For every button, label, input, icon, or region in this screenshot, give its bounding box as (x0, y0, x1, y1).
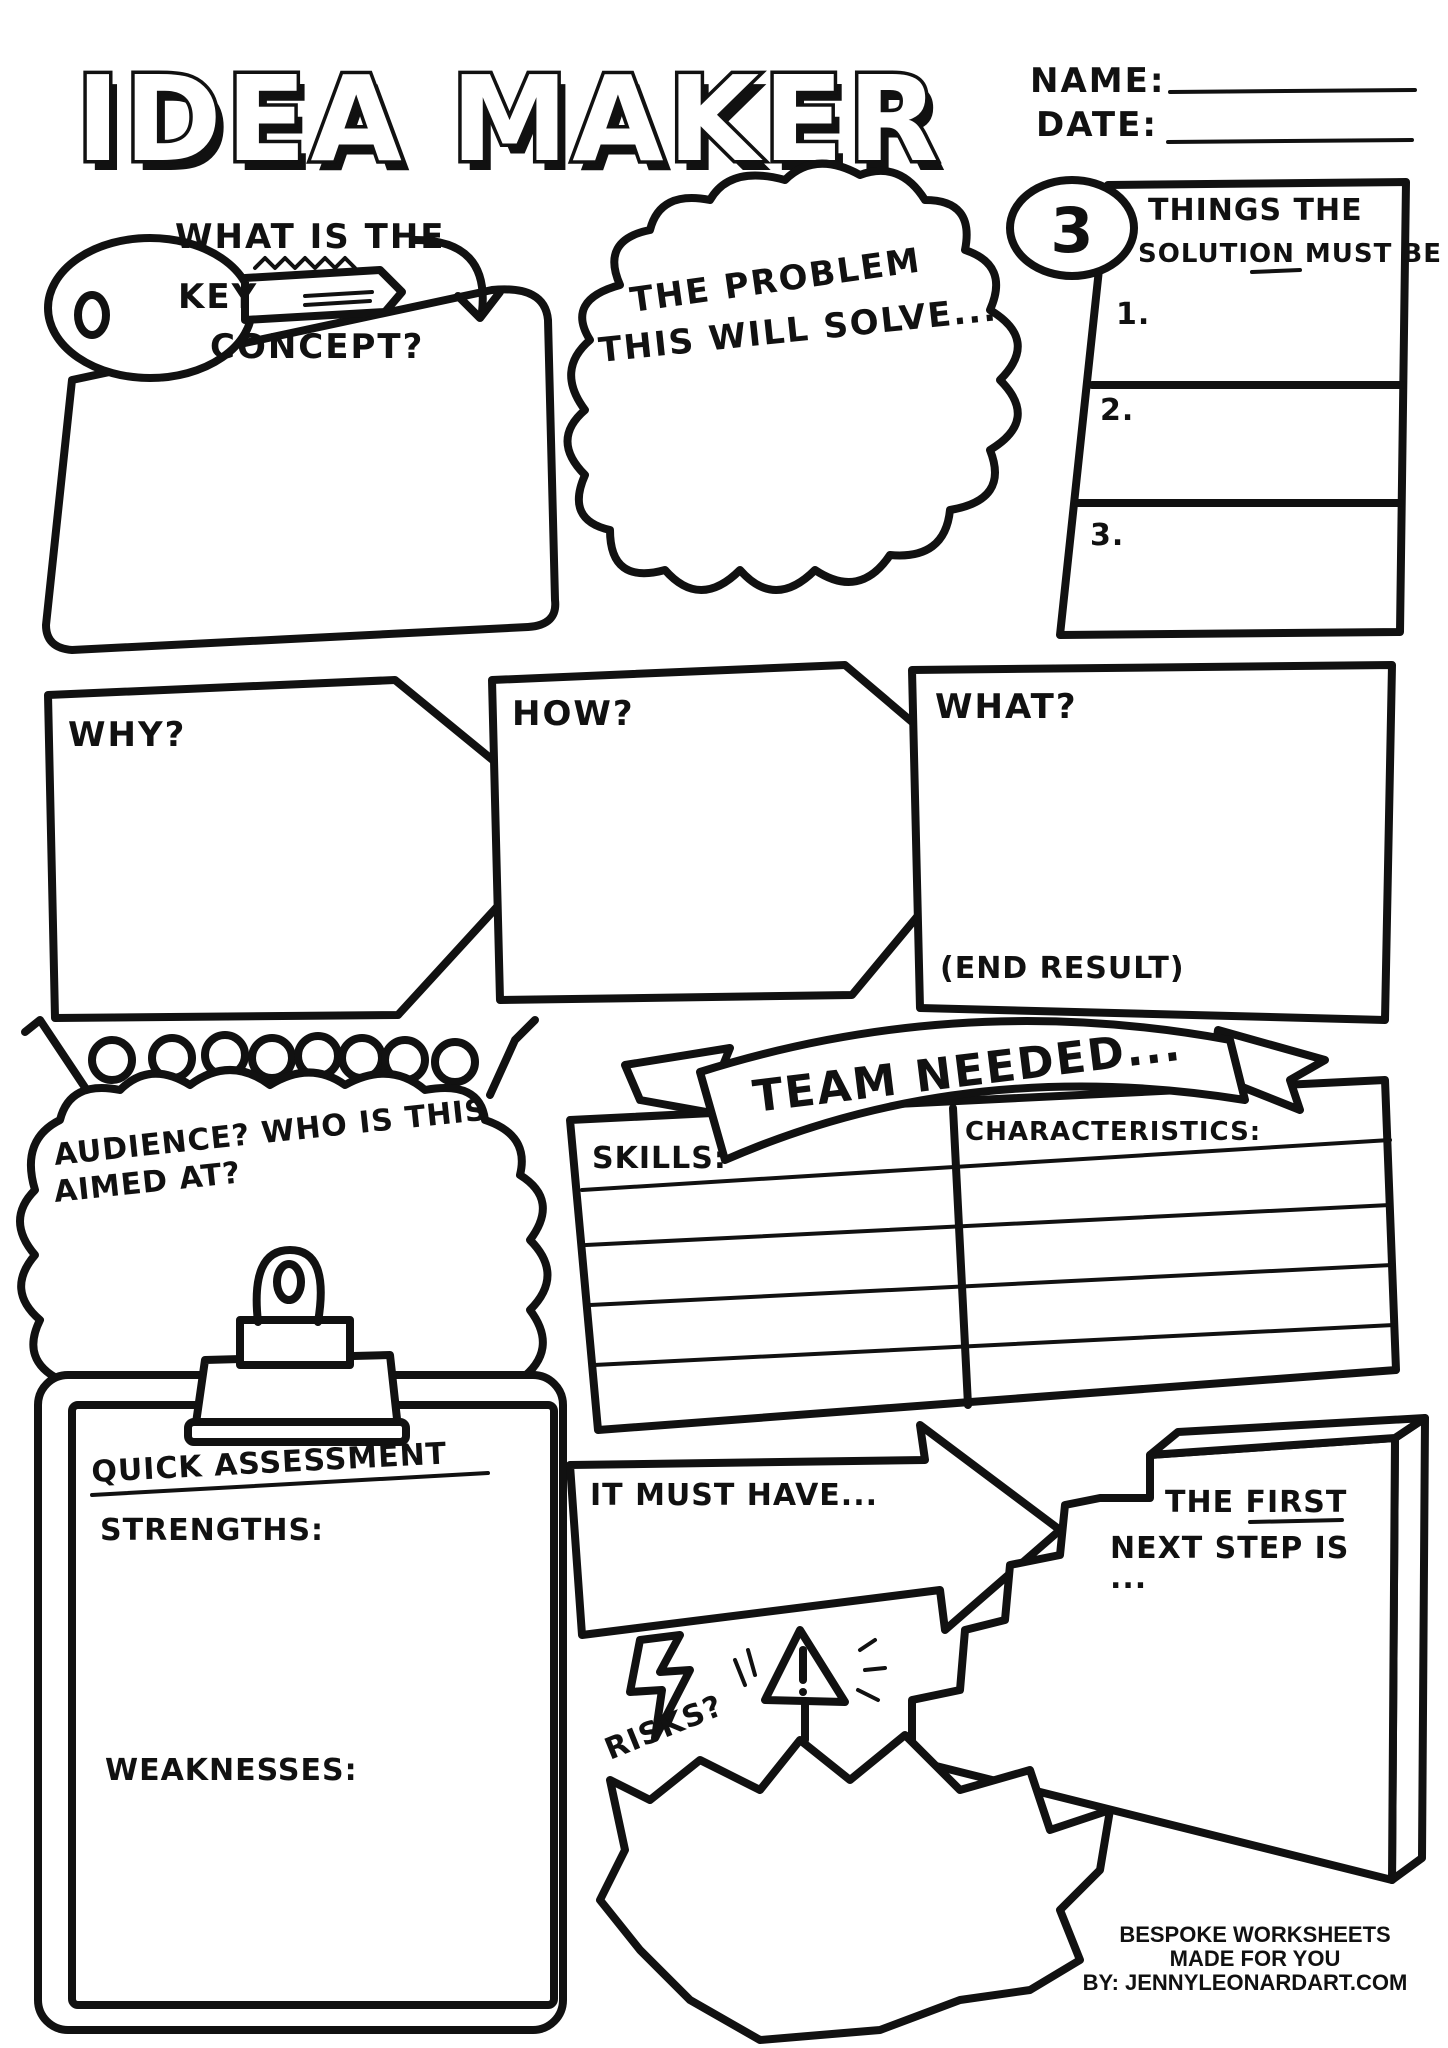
problem-cloud[interactable] (563, 159, 1022, 594)
must-have-section: IT MUST HAVE... (566, 1421, 1064, 1639)
curved-arrow-icon (411, 236, 487, 316)
why-label: WHY? (68, 715, 186, 755)
underline (1250, 268, 1302, 274)
row-line (588, 1263, 1394, 1307)
risks-cloud[interactable] (596, 1731, 1114, 2044)
key-concept-question-line3: CONCEPT? (210, 327, 424, 367)
three-things-heading-line2: SOLUTION MUST BE (1138, 239, 1442, 269)
risks-section: RISKS? (596, 1626, 1114, 2044)
why-arrow[interactable] (44, 676, 576, 1022)
date-label: DATE: (1036, 105, 1158, 145)
banner-icon (621, 1017, 1329, 1164)
credit-line1: BESPOKE WORKSHEETS (1119, 1922, 1390, 1947)
date-line[interactable] (1166, 138, 1414, 144)
three-things-box[interactable] (1056, 178, 1410, 639)
column-divider (949, 1104, 972, 1409)
team-section: SKILLS: CHARACTERISTICS: TEAM NEEDED... (566, 1017, 1400, 1434)
underline (90, 1471, 490, 1497)
audience-cloud[interactable] (16, 1066, 552, 1384)
audience-section: AUDIENCE? WHO IS THIS AIMED AT? (16, 1016, 552, 1384)
key-concept-section: WHAT IS THE KEY CONCEPT? (42, 217, 560, 654)
team-table[interactable] (566, 1076, 1400, 1434)
key-concept-question-line2: KEY (178, 277, 258, 317)
name-line[interactable] (1168, 88, 1417, 94)
must-have-label: IT MUST HAVE... (590, 1478, 878, 1513)
assessment-section: QUICK ASSESSMENT STRENGTHS: WEAKNESSES: (34, 1246, 567, 2034)
number-three: 3 (1050, 194, 1093, 267)
weaknesses-label: WEAKNESSES: (105, 1753, 358, 1788)
what-box[interactable] (908, 661, 1396, 1024)
what-label: WHAT? (935, 687, 1078, 727)
end-result-label: (END RESULT) (940, 951, 1185, 986)
three-things-item-1[interactable]: 1. (1116, 297, 1150, 332)
characteristics-header: CHARACTERISTICS: (965, 1117, 1261, 1147)
clip-icon (184, 1246, 410, 1446)
skills-header: SKILLS: (592, 1141, 727, 1176)
row-line (584, 1203, 1392, 1247)
three-things-item-2[interactable]: 2. (1100, 393, 1134, 428)
warning-icon (733, 1626, 887, 1744)
why-how-what-section: WHY? HOW? WHAT? (END RESULT) (44, 661, 1396, 1024)
how-label: HOW? (512, 694, 635, 734)
name-date-block: NAME: DATE: (1030, 61, 1417, 145)
first-step-line1: THE FIRST (1165, 1485, 1347, 1520)
must-have-arrow[interactable] (566, 1421, 1064, 1639)
three-things-item-3[interactable]: 3. (1090, 518, 1124, 553)
three-things-section: 3 THINGS THE SOLUTION MUST BE 1. 2. 3. (1006, 176, 1442, 639)
row-line (592, 1323, 1396, 1367)
key-concept-question-line1: WHAT IS THE (175, 217, 446, 257)
credit-line3[interactable]: BY: JENNYLEONARDART.COM (1083, 1970, 1408, 1995)
first-step-line2: NEXT STEP IS (1110, 1531, 1349, 1566)
number-badge (1006, 176, 1138, 280)
underline (1248, 1518, 1344, 1524)
key-icon (44, 234, 406, 382)
stairs-top (1146, 1414, 1429, 1459)
three-things-heading-line1: THINGS THE (1148, 193, 1363, 228)
row-line (580, 1138, 1392, 1192)
credit-line2: MADE FOR YOU (1170, 1946, 1341, 1971)
credit-block: BESPOKE WORKSHEETS MADE FOR YOU BY: JENN… (1083, 1922, 1408, 1995)
assessment-paper[interactable] (68, 1401, 558, 2009)
first-step-line3: ... (1110, 1561, 1147, 1596)
lightning-icon (626, 1631, 694, 1742)
name-label: NAME: (1030, 61, 1165, 101)
arrowhead-icon (454, 288, 504, 322)
strengths-label: STRENGTHS: (100, 1513, 324, 1548)
problem-section: THE PROBLEM THIS WILL SOLVE... (563, 159, 1022, 594)
